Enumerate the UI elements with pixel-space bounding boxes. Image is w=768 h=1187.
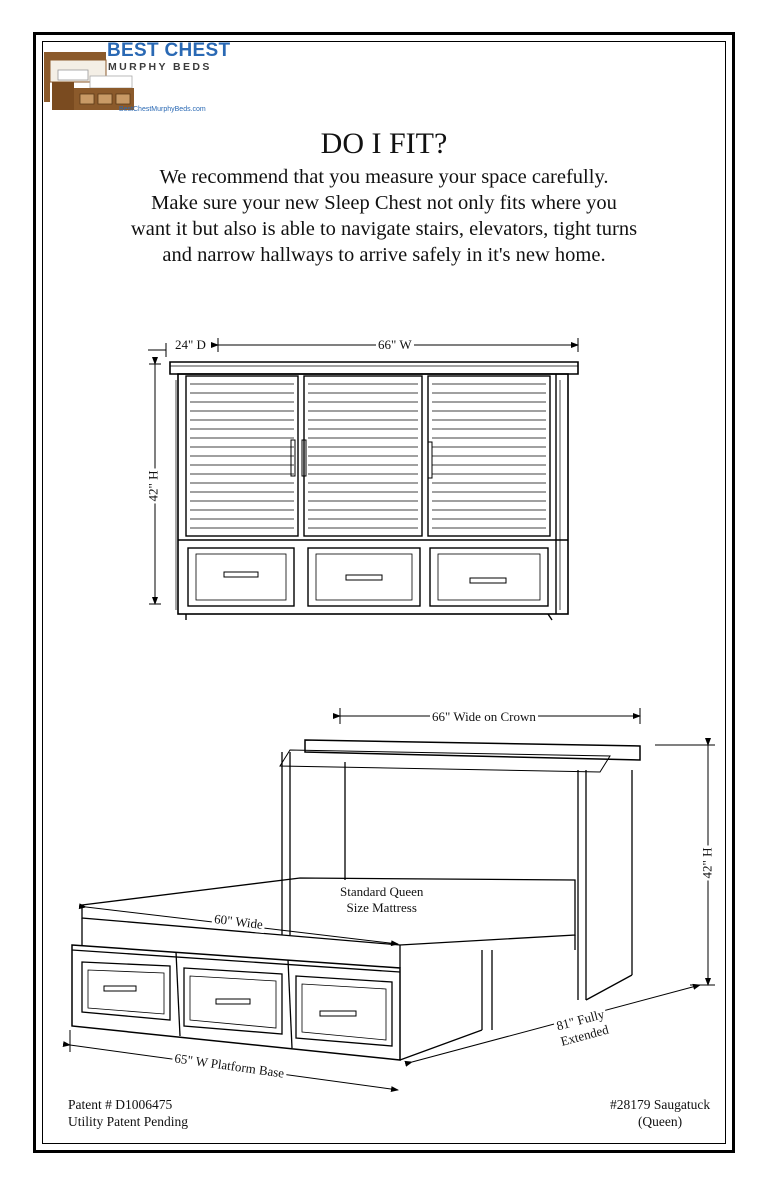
model-number: #28179 Saugatuck <box>610 1097 711 1112</box>
intro-line: want it but also is able to navigate sta… <box>130 218 638 240</box>
mattress-label: Standard Queen Size Mattress <box>338 884 425 916</box>
patent-block: Patent # D1006475 Utility Patent Pending <box>68 1096 188 1130</box>
crown-width-label: 66" Wide on Crown <box>430 709 538 725</box>
model-size: (Queen) <box>637 1114 683 1129</box>
cabinet-depth-label: 24" D <box>173 337 208 353</box>
brand-url[interactable]: BestChestMurphyBeds.com <box>119 106 206 113</box>
intro-line: We recommend that you measure your space… <box>159 166 609 188</box>
mattress-label-line: Size Mattress <box>346 900 417 915</box>
open-bed-drawing <box>62 708 715 1093</box>
inner-border <box>42 41 726 1144</box>
intro-paragraph: We recommend that you measure your space… <box>90 164 678 268</box>
cabinet-width-label: 66" W <box>376 337 414 353</box>
intro-line: and narrow hallways to arrive safely in … <box>162 244 606 266</box>
closed-cabinet-drawing <box>148 338 579 621</box>
mattress-label-line: Standard Queen <box>340 884 424 899</box>
brand-name: BEST CHEST <box>107 40 231 61</box>
page-title: DO I FIT? <box>320 127 448 160</box>
cabinet-height-label: 42" H <box>145 468 162 504</box>
patent-number: Patent # D1006475 <box>68 1097 173 1112</box>
bed-height-label: 42" H <box>699 845 716 881</box>
utility-patent: Utility Patent Pending <box>68 1114 188 1129</box>
brand-logo-bed-icon <box>44 52 134 110</box>
intro-line: Make sure your new Sleep Chest not only … <box>151 192 617 214</box>
brand-subtitle: MURPHY BEDS <box>108 61 212 73</box>
outer-border <box>33 32 735 1153</box>
model-block: #28179 Saugatuck (Queen) <box>610 1096 710 1130</box>
